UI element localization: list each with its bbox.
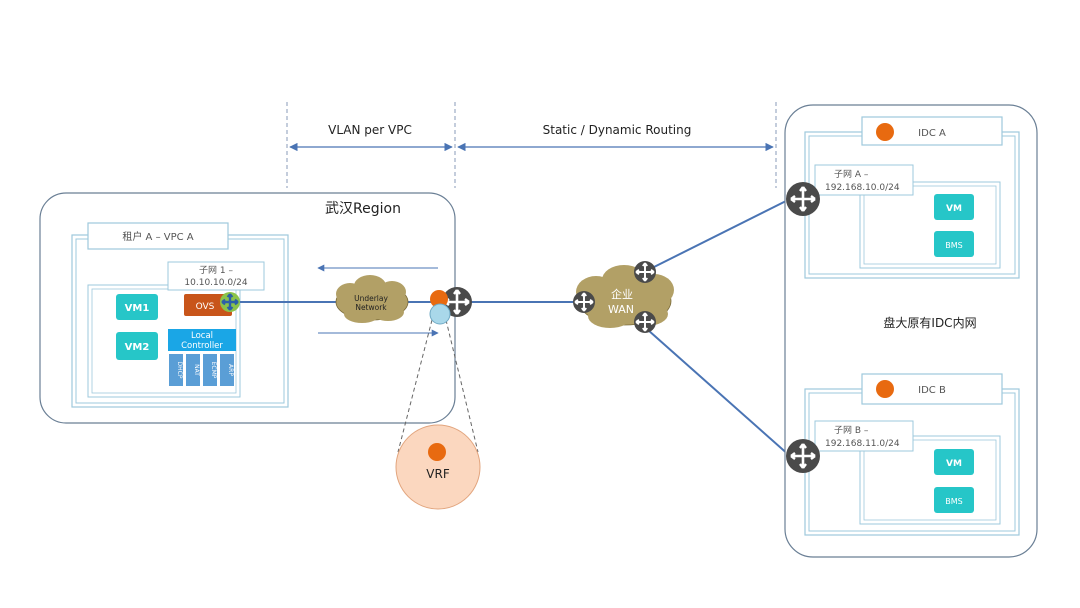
local-controller-line1: Local <box>191 331 213 341</box>
idc-b-bms-label: BMS <box>945 497 962 506</box>
module-box-arp <box>220 354 234 386</box>
wan-router-bottom <box>634 311 656 333</box>
tenant-label: 租户 A – VPC A <box>122 230 193 243</box>
wan-label-line1: 企业 <box>611 287 633 301</box>
wan-router-top <box>634 261 656 283</box>
idc-a-bms-box <box>934 231 974 257</box>
idc-b-bms-box <box>934 487 974 513</box>
local-controller-line2: Controller <box>181 341 223 351</box>
underlay-label-line2: Network <box>355 303 387 312</box>
vrf-dash-left <box>397 319 433 453</box>
idc-a-subnet-line2: 192.168.10.0/24 <box>825 183 900 193</box>
idc-a-label: IDC A <box>918 128 946 139</box>
module-box-nat <box>186 354 200 386</box>
idc-a-dot <box>876 123 894 141</box>
idc-b-subnet-label-box <box>814 420 914 452</box>
subnet-1-label-line1: 子网 1 – <box>199 265 233 276</box>
wan-label-line2: WAN <box>608 303 634 316</box>
idc-a-subnet-box-inner <box>863 185 997 265</box>
module-label-arp: ARP <box>227 364 234 376</box>
vrf-dash-right <box>445 319 479 453</box>
vm2-label: VM2 <box>125 342 150 353</box>
idc-a-subnet-line1: 子网 A – <box>834 169 869 180</box>
idc-a-vm-label: VM <box>946 204 962 214</box>
subnet-1-box <box>87 284 241 398</box>
idc-a-subnet-label-box <box>814 164 914 196</box>
vm2-box <box>116 332 158 360</box>
wan-idc-b-link <box>647 329 791 457</box>
vrf-dot <box>428 443 446 461</box>
tenant-label-box <box>87 222 229 250</box>
idc-b-subnet-line2: 192.168.11.0/24 <box>825 439 900 449</box>
subnet-1-label-box <box>167 261 265 291</box>
local-controller-box <box>168 329 236 351</box>
idc-b-subnet-line1: 子网 B – <box>834 425 869 436</box>
idc-b-vm-label: VM <box>946 459 962 469</box>
wan-idc-a-link <box>647 198 791 271</box>
idc-b-label: IDC B <box>918 385 946 396</box>
idc-b-vm-box <box>934 449 974 475</box>
vlan-label: VLAN per VPC <box>328 123 412 137</box>
ovs-box <box>184 294 232 316</box>
module-box-ecmp <box>203 354 217 386</box>
wan-router-left <box>573 291 595 313</box>
idc-b-router <box>786 439 820 473</box>
vm1-label: VM1 <box>125 303 150 314</box>
idc-b-subnet-box-inner <box>863 439 997 521</box>
vrf-label: VRF <box>426 467 450 481</box>
ovs-label: OVS <box>196 302 215 312</box>
vrf-indicator-orange <box>430 290 448 308</box>
vm1-box <box>116 294 158 320</box>
module-label-ecmp: ECMP <box>210 362 217 379</box>
routing-label: Static / Dynamic Routing <box>543 123 692 137</box>
ovs-port-icon <box>220 292 240 312</box>
underlay-cloud <box>335 275 409 323</box>
region-title: 武汉Region <box>325 201 401 217</box>
module-label-dhcp: DHCP <box>176 362 183 379</box>
idc-b-subnet-box <box>859 435 1001 525</box>
vrf-bubble <box>395 424 481 510</box>
subnet-1-label-line2: 10.10.10.0/24 <box>184 278 247 288</box>
module-box-dhcp <box>169 354 183 386</box>
idc-a-router <box>786 182 820 216</box>
module-label-nat: NAT <box>193 364 200 376</box>
idc-b-dot <box>876 380 894 398</box>
idc-a-subnet-box <box>859 181 1001 269</box>
idc-a-bms-label: BMS <box>945 241 962 250</box>
underlay-label-line1: Underlay <box>354 294 388 303</box>
idc-site-title: 盘大原有IDC内网 <box>883 315 976 330</box>
vrf-indicator-blue <box>429 303 451 325</box>
idc-a-vm-box <box>934 194 974 220</box>
